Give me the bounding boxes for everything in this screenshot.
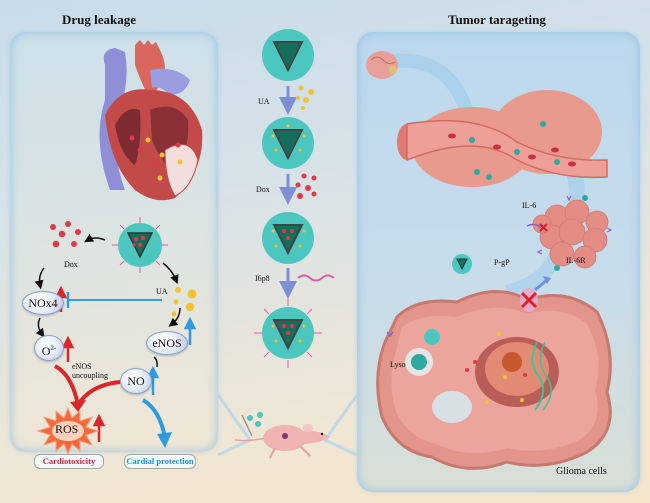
superoxide-label: O (41, 344, 51, 358)
synthesis-flow (254, 29, 335, 368)
superoxide-molecule: O2- (34, 335, 64, 361)
il6-label: IL-6 (522, 201, 537, 210)
enos-label: eNOS (152, 336, 182, 350)
tumor-vessel (397, 90, 608, 187)
enos-uncoupling-line2: uncoupling (72, 371, 108, 380)
enos-molecule: eNOS (146, 331, 188, 355)
enos-uncoupling-label: eNOS uncoupling (72, 362, 108, 380)
step-dox-label: Dox (256, 185, 270, 194)
liposome-final (254, 298, 322, 368)
superoxide-charge: 2- (50, 344, 57, 352)
drug-leakage-title: Drug leakage (62, 12, 137, 27)
liposome-ua (262, 117, 314, 169)
no-label: NO (127, 374, 145, 388)
enos-uncoupling-line1: eNOS (72, 362, 92, 371)
glioma-cells-label: Glioma cells (556, 466, 607, 477)
nox4-label: NOx4 (28, 296, 58, 310)
targeting-liposome (452, 254, 472, 274)
liposome-empty (262, 29, 314, 81)
liposome-ua-dox (262, 212, 314, 264)
step-ua-label: UA (258, 97, 270, 106)
mouse-illustration (234, 412, 330, 459)
no-molecule: NO (120, 368, 152, 394)
nox4-molecule: NOx4 (22, 291, 64, 315)
glioma-cell (376, 276, 612, 470)
tumor-targeting-scene (366, 51, 613, 470)
il6r-label: IL-6R (566, 256, 586, 265)
step-i6p8-label: I6p8 (255, 274, 270, 283)
dox-particles (50, 221, 81, 248)
cardial-protection-tag: Cardial protection (124, 454, 196, 469)
ua-label-left: UA (156, 287, 168, 296)
loaded-liposome (112, 217, 168, 273)
cardiotoxicity-tag: Cardiotoxicity (34, 454, 104, 469)
ua-particles (171, 287, 197, 317)
pgp-label: P-gP (494, 258, 510, 267)
ros-label: ROS (55, 422, 79, 436)
brain-icon (366, 51, 398, 79)
heart-illustration (99, 40, 203, 201)
dox-label: Dox (64, 260, 78, 269)
lyso-label: Lyso (390, 360, 406, 369)
tumor-targeting-title: Tumor tarageting (448, 12, 546, 27)
